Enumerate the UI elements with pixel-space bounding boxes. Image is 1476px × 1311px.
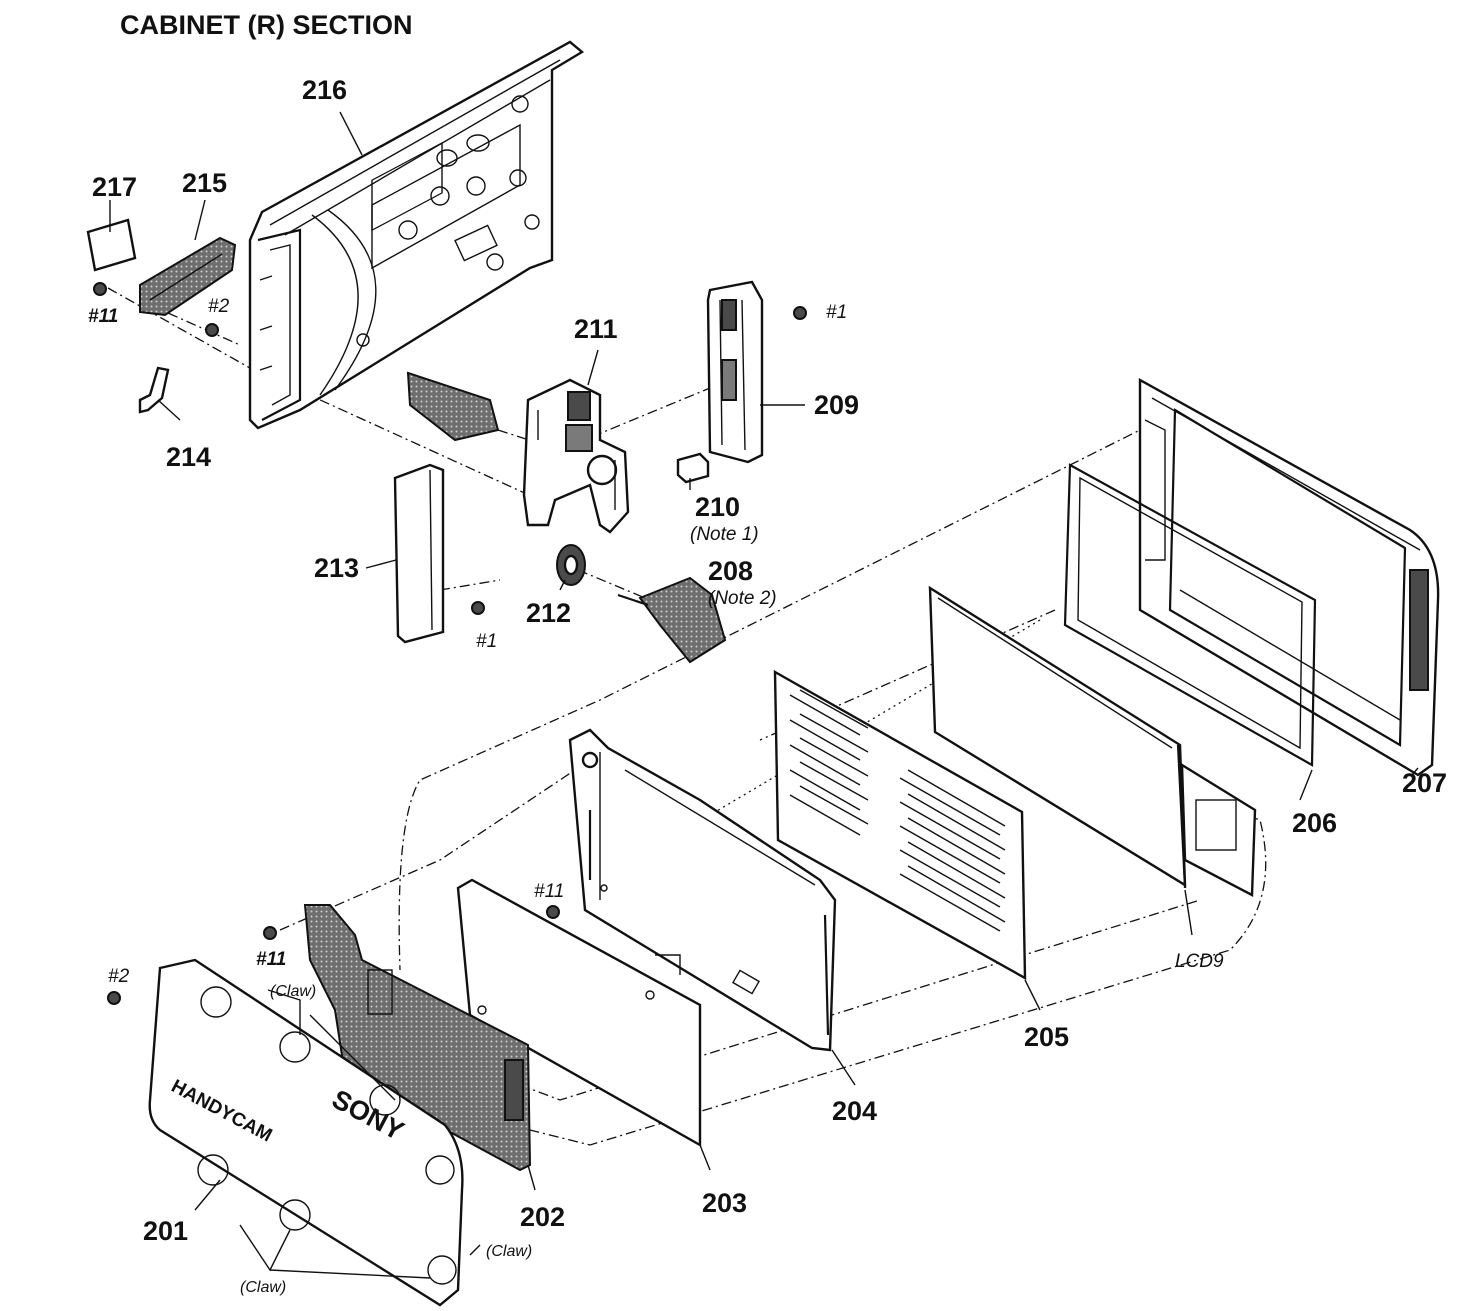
label-216: 216 xyxy=(302,75,347,105)
leader-lines xyxy=(109,111,1419,1211)
claw-label-top: (Claw) xyxy=(270,983,316,1000)
part-labels: 216 217 215 214 211 209 210 (Note 1) 213… xyxy=(92,75,1447,1246)
note-1: (Note 1) xyxy=(690,524,759,545)
screw-1b-icon xyxy=(471,601,485,615)
part-201-front-cabinet: HANDYCAM SONY xyxy=(148,958,481,1307)
label-213: 213 xyxy=(314,553,359,583)
part-211-hinge xyxy=(522,378,630,534)
screw-label-1a: #1 xyxy=(826,302,847,323)
screw-label-11a: #11 xyxy=(88,306,118,327)
screw-label-11b: #11 xyxy=(256,949,286,970)
label-215: 215 xyxy=(182,168,227,198)
screw-11a-icon xyxy=(93,282,107,296)
part-209-frame xyxy=(706,280,764,464)
label-208: 208 xyxy=(708,556,753,586)
screw-group xyxy=(93,282,807,1005)
section-title: CABINET (R) SECTION xyxy=(120,10,413,40)
claw-label-bottom: (Claw) xyxy=(240,1279,286,1296)
label-202: 202 xyxy=(520,1202,565,1232)
part-206-gasket xyxy=(1063,463,1317,767)
label-205: 205 xyxy=(1024,1022,1069,1052)
label-214: 214 xyxy=(166,442,211,472)
label-lcd9: LCD9 xyxy=(1175,951,1224,972)
screw-11b-icon xyxy=(263,926,277,940)
screw-label-1b: #1 xyxy=(476,631,497,652)
part-203-sheet xyxy=(456,878,702,1148)
label-209: 209 xyxy=(814,390,859,420)
part-210-block xyxy=(676,452,710,484)
screw-label-2a: #2 xyxy=(208,296,230,317)
screw-label-11c: #11 xyxy=(534,881,564,902)
label-204: 204 xyxy=(832,1096,877,1126)
label-217: 217 xyxy=(92,172,137,202)
screw-2b-icon xyxy=(107,991,121,1005)
part-215-bracket xyxy=(139,236,237,317)
part-lcd9-panel xyxy=(928,585,1257,897)
screw-1a-icon xyxy=(793,306,807,320)
part-214-flex xyxy=(138,366,170,414)
part-202-board xyxy=(303,904,532,1172)
hinge-plate xyxy=(406,371,500,442)
part-207-lcd-frame xyxy=(1138,377,1440,777)
label-211: 211 xyxy=(574,314,618,344)
part-208-bracket xyxy=(617,576,727,664)
part-213-cover xyxy=(393,463,445,644)
label-206: 206 xyxy=(1292,808,1337,838)
part-217-label xyxy=(86,218,137,272)
label-212: 212 xyxy=(526,598,571,628)
label-207: 207 xyxy=(1402,768,1447,798)
screw-11c-icon xyxy=(546,905,560,919)
label-210: 210 xyxy=(695,492,740,522)
screw-label-2b: #2 xyxy=(108,966,130,987)
claw-labels: (Claw) (Claw) (Claw) xyxy=(240,983,532,1296)
part-205-shield xyxy=(773,669,1027,981)
claw-label-right: (Claw) xyxy=(486,1243,532,1260)
label-203: 203 xyxy=(702,1188,747,1218)
note-2: (Note 2) xyxy=(708,588,777,609)
part-212-roller xyxy=(556,544,586,586)
label-201: 201 xyxy=(143,1216,188,1246)
part-216-cabinet-r xyxy=(248,40,585,430)
screw-labels: #11 #2 #1 #1 #11 #2 #11 xyxy=(88,296,847,987)
part-204-bracket xyxy=(568,728,837,1052)
screw-2a-icon xyxy=(205,323,219,337)
